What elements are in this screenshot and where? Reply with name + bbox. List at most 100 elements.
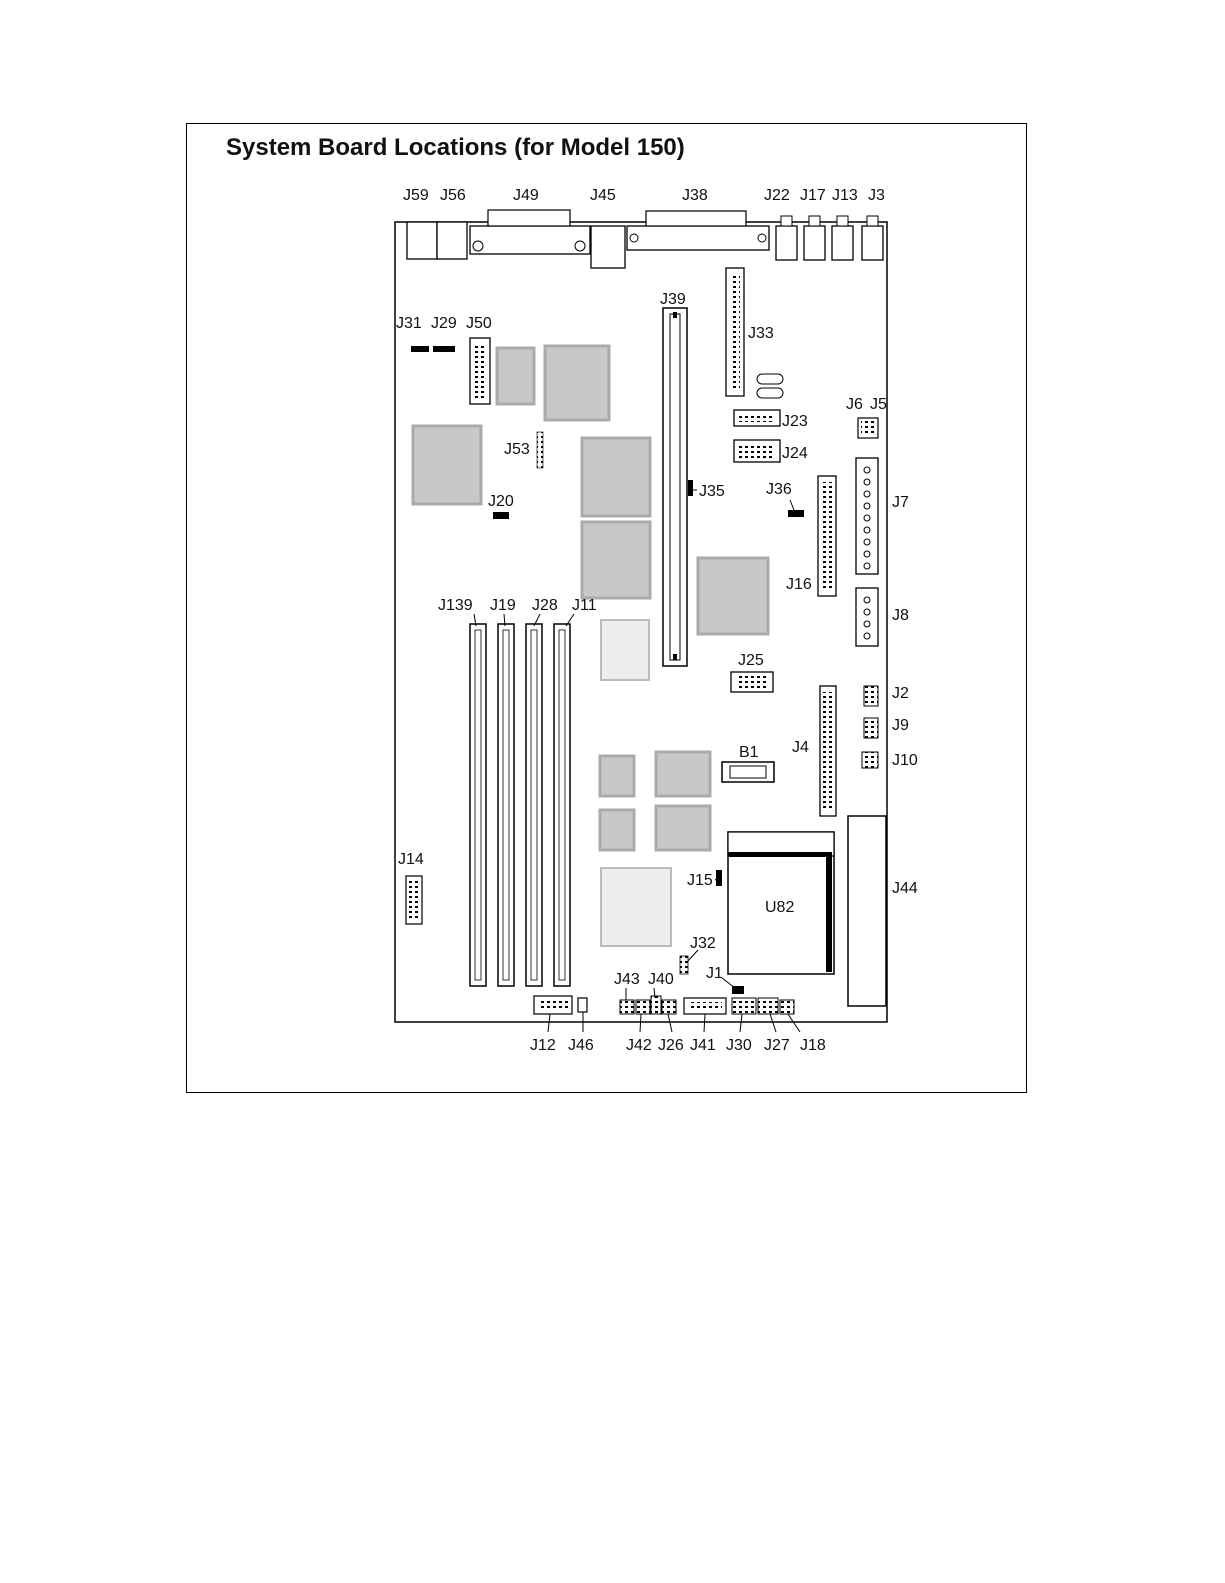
label-j14: J14 [398, 851, 424, 868]
connector-j40 [651, 996, 661, 1014]
connector-j18 [780, 1000, 794, 1014]
connector-j45 [591, 226, 625, 268]
header-j25 [731, 672, 773, 692]
header-j33 [726, 268, 744, 396]
label-j30: J30 [726, 1037, 752, 1054]
chip-small-c [600, 810, 634, 850]
header-j14 [406, 876, 422, 924]
label-j17: J17 [800, 187, 826, 204]
chip-upper-small [497, 348, 534, 404]
label-j49: J49 [513, 187, 539, 204]
label-j33: J33 [748, 325, 774, 342]
label-j16: J16 [786, 576, 812, 593]
power-connector-j8 [856, 588, 878, 646]
jumper-j31 [411, 346, 429, 352]
label-j139: J139 [438, 597, 473, 614]
label-j42: J42 [626, 1037, 652, 1054]
label-j27: J27 [764, 1037, 790, 1054]
jumper-oval-2 [757, 388, 783, 398]
label-j11: J11 [572, 597, 597, 614]
battery-b1 [722, 762, 774, 782]
connector-j12 [534, 996, 572, 1014]
label-j15: J15 [687, 872, 713, 889]
jumper-j6-j5 [858, 418, 878, 438]
label-j10: J10 [892, 752, 918, 769]
label-j4: J4 [792, 739, 809, 756]
power-connector-j7 [856, 458, 878, 574]
header-j16 [818, 476, 836, 596]
label-j29: J29 [431, 315, 457, 332]
connector-j44 [848, 816, 886, 1006]
chip-light-1 [601, 620, 649, 680]
label-j8: J8 [892, 607, 909, 624]
label-j39: J39 [660, 291, 686, 308]
label-j36: J36 [766, 481, 792, 498]
label-j43: J43 [614, 971, 640, 988]
label-j32: J32 [690, 935, 716, 952]
chip-small-d [656, 806, 710, 850]
label-j45: J45 [590, 187, 616, 204]
jumper-j20 [493, 512, 509, 519]
label-j2: J2 [892, 685, 909, 702]
label-j6: J6 [846, 396, 863, 413]
jumper-j29 [433, 346, 455, 352]
label-j44: J44 [892, 880, 918, 897]
label-j35: J35 [699, 483, 725, 500]
connector-j41 [684, 998, 726, 1014]
label-j31: J31 [396, 315, 422, 332]
label-j19: J19 [490, 597, 516, 614]
memory-slot-j19 [498, 624, 514, 986]
slot-j39 [663, 308, 687, 666]
connector-j38 [627, 211, 769, 250]
jumper-j32 [680, 956, 688, 974]
label-j59: J59 [403, 187, 429, 204]
label-j38: J38 [682, 187, 708, 204]
label-j53: J53 [504, 441, 530, 458]
chip-upper-large [545, 346, 609, 420]
label-j24: J24 [782, 445, 808, 462]
jumper-j2 [864, 686, 878, 706]
connector-j42 [636, 1000, 650, 1014]
chip-center-2 [582, 522, 650, 598]
label-j56: J56 [440, 187, 466, 204]
label-j9: J9 [892, 717, 909, 734]
header-j23 [734, 410, 780, 426]
label-j13: J13 [832, 187, 858, 204]
jumper-j36 [788, 510, 804, 517]
label-b1: B1 [739, 744, 759, 761]
header-j4 [820, 686, 836, 816]
connector-j27 [758, 998, 778, 1014]
connector-j30 [732, 998, 756, 1014]
label-j22: J22 [764, 187, 790, 204]
label-j26: J26 [658, 1037, 684, 1054]
label-j20: J20 [488, 493, 514, 510]
memory-slot-j139 [470, 624, 486, 986]
label-j12: J12 [530, 1037, 556, 1054]
connector-j56 [437, 222, 467, 259]
chip-right-center [698, 558, 768, 634]
jumper-j9 [864, 718, 878, 738]
chip-left-large [413, 426, 481, 504]
jumper-j53 [537, 432, 543, 468]
chip-small-a [600, 756, 634, 796]
label-j28: J28 [532, 597, 558, 614]
label-j41: J41 [690, 1037, 716, 1054]
jumper-j35 [688, 480, 693, 496]
connector-j43 [620, 1000, 634, 1014]
label-j50: J50 [466, 315, 492, 332]
label-j25: J25 [738, 652, 764, 669]
label-j40: J40 [648, 971, 674, 988]
jumper-j10 [862, 752, 878, 768]
connector-j59 [407, 222, 437, 259]
connector-j49 [470, 210, 590, 254]
connector-j50 [470, 338, 490, 404]
label-j1: J1 [706, 965, 723, 982]
label-j5: J5 [870, 396, 887, 413]
label-j3: J3 [868, 187, 885, 204]
memory-slot-j11 [554, 624, 570, 986]
label-j7: J7 [892, 494, 909, 511]
label-j23: J23 [782, 413, 808, 430]
label-j46: J46 [568, 1037, 594, 1054]
chip-center-1 [582, 438, 650, 516]
